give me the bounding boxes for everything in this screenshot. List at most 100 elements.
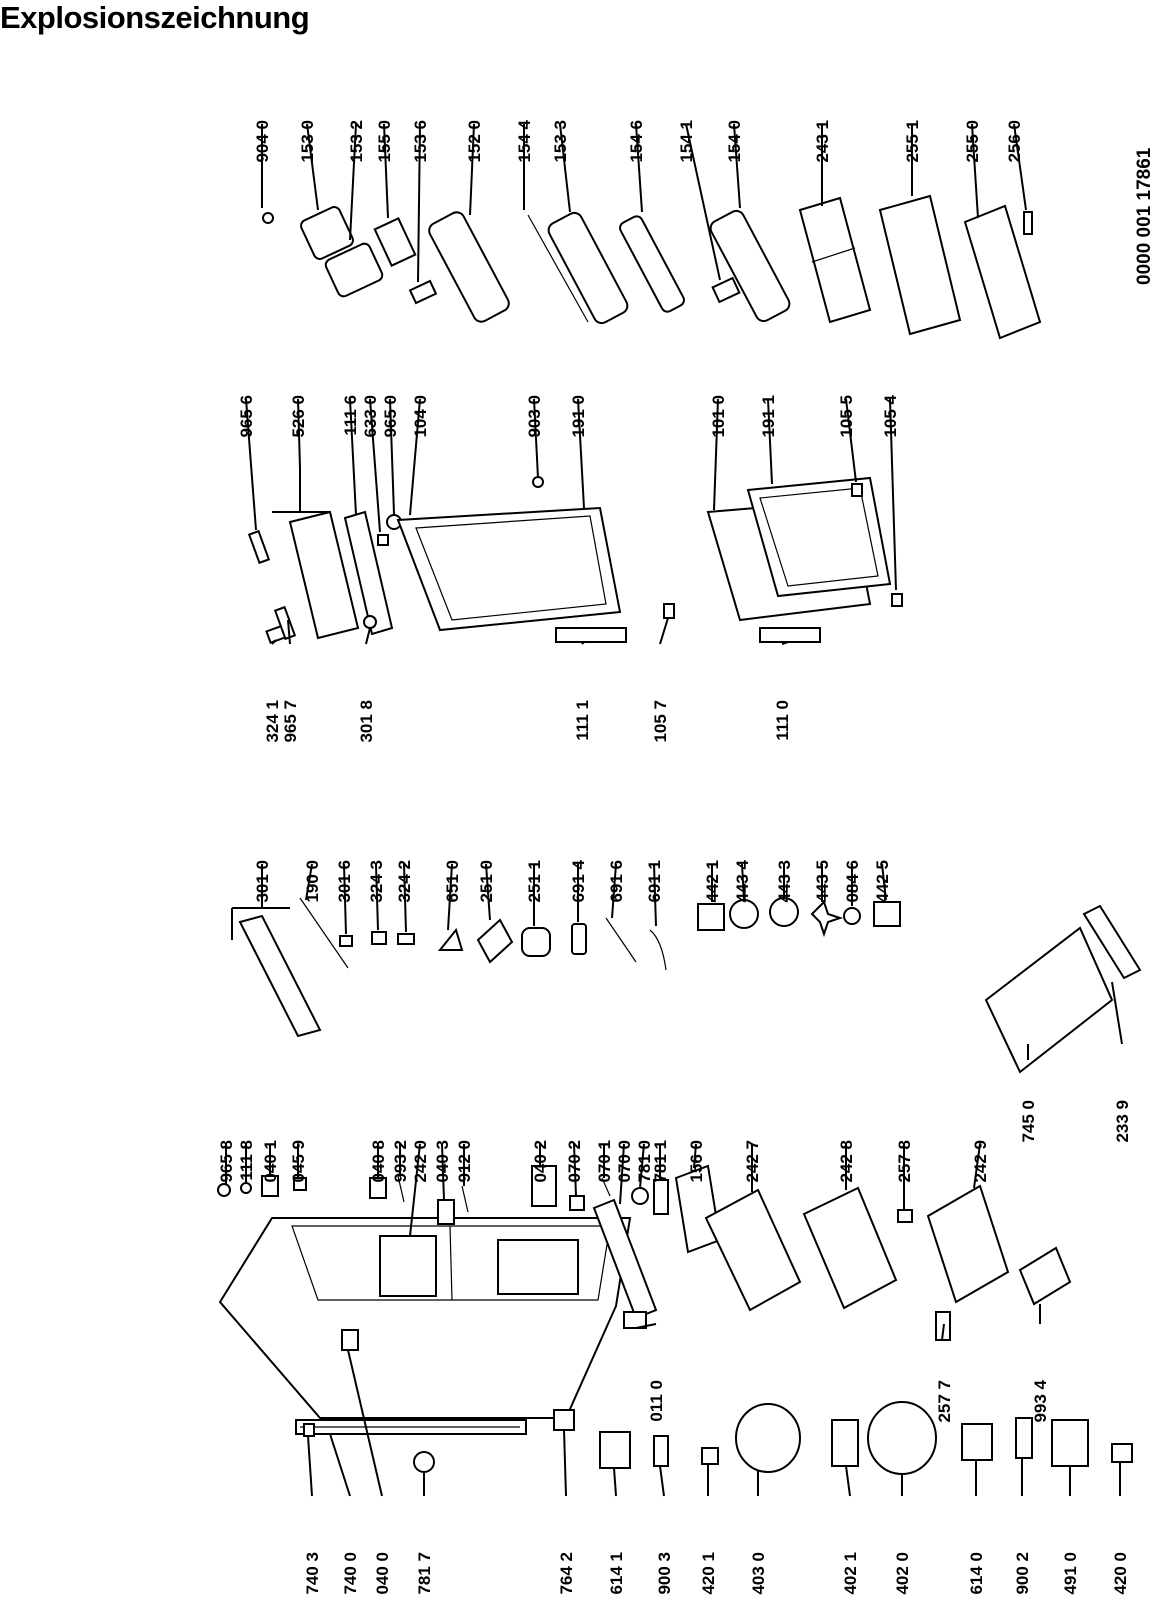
leader-line-764-2 <box>563 1429 567 1497</box>
part-label-153-2: 153 2 <box>347 120 366 163</box>
leader-line-154-6 <box>635 123 643 213</box>
leader-line-191-1 <box>767 398 773 485</box>
part-912-0 <box>461 1185 469 1213</box>
part-label-900-2: 900 2 <box>1013 1552 1032 1595</box>
leader-line-781-0 <box>639 1143 645 1189</box>
part-label-442-5: 442 5 <box>873 860 892 903</box>
part-111-6 <box>343 510 394 636</box>
leader-line-965-6 <box>245 398 257 531</box>
leader-line-251-0 <box>485 863 491 921</box>
part-040-2 <box>531 1165 557 1207</box>
leader-line-242-9 <box>973 1143 981 1189</box>
part-111-1 <box>555 627 627 643</box>
part-label-781-0: 781 0 <box>635 1140 654 1183</box>
part-label-111-1: 111 1 <box>573 700 592 741</box>
part-614-1 <box>599 1431 631 1469</box>
leader-line-104-0 <box>409 398 421 516</box>
leader-line-242-0 <box>409 1143 421 1237</box>
part-993-2 <box>397 1175 405 1203</box>
part-label-740-0: 740 0 <box>341 1552 360 1595</box>
part-label-403-0: 403 0 <box>749 1552 768 1595</box>
part-label-153-3: 153 3 <box>551 120 570 163</box>
leader-line-614-1 <box>613 1467 617 1497</box>
leader-line-526-0 <box>297 398 301 469</box>
part-104-0 <box>396 506 622 632</box>
part-105-5 <box>851 483 863 497</box>
part-label-011-0: 011 0 <box>647 1380 666 1422</box>
door-shelves-group <box>262 194 1042 340</box>
part-900-3 <box>653 1435 669 1467</box>
part-691-1 <box>649 929 667 971</box>
leader-line-256-0 <box>1013 123 1027 211</box>
part-label-070-0: 070 0 <box>615 1140 634 1183</box>
part-633-0 <box>377 534 389 546</box>
leader-line-740-0 <box>329 1433 351 1497</box>
part-label-491-0: 491 0 <box>1061 1552 1080 1595</box>
part-614-0 <box>961 1423 993 1461</box>
part-label-965-7: 965 7 <box>281 700 300 743</box>
part-label-301-8: 301 8 <box>357 700 376 743</box>
part-251-1 <box>521 927 551 957</box>
compressor-group <box>599 1401 1133 1475</box>
part-label-614-0: 614 0 <box>967 1552 986 1595</box>
part-070-0 <box>592 1198 658 1320</box>
part-154-0 <box>709 209 791 323</box>
part-label-153-0: 153 0 <box>298 120 317 163</box>
doors-group <box>247 468 903 644</box>
part-233-9 <box>1082 904 1142 980</box>
part-154-4 <box>527 214 589 323</box>
part-label-993-4: 993 4 <box>1031 1379 1050 1422</box>
part-191-1 <box>746 476 892 598</box>
part-745-0 <box>984 926 1114 1074</box>
part-152-0 <box>428 211 510 323</box>
leader-line-301-6 <box>343 863 347 935</box>
leader-line-011-0 <box>635 1323 657 1329</box>
part-443-4 <box>729 899 759 929</box>
leader-line-255-0 <box>971 123 979 219</box>
leader-line-101-0 <box>713 398 719 511</box>
part-442-5 <box>873 901 901 927</box>
leader-line-111-6 <box>349 398 357 516</box>
document-number: 0000 001 17861 <box>1134 147 1155 285</box>
part-105-7 <box>663 603 675 619</box>
part-255-1 <box>878 194 962 336</box>
part-740-3 <box>303 1423 315 1437</box>
part-label-745-0: 745 0 <box>1019 1100 1038 1143</box>
page-title: Explosionszeichnung <box>0 0 310 35</box>
part-491-0 <box>1051 1419 1089 1467</box>
leader-line-070-2 <box>573 1143 577 1197</box>
part-402-0 <box>867 1401 937 1475</box>
leader-line-155-0 <box>383 123 389 219</box>
leader-line-156-0 <box>693 1143 697 1169</box>
part-301-0 <box>238 914 322 1038</box>
leader-line-190-0 <box>305 863 313 901</box>
part-900-2 <box>1015 1417 1033 1459</box>
leader-line-257-7 <box>941 1323 945 1341</box>
part-301-6 <box>339 935 353 947</box>
part-251-0 <box>476 918 514 964</box>
part-111-0 <box>759 627 821 643</box>
part-154-1 <box>711 276 741 304</box>
part-993-4 <box>1018 1246 1072 1306</box>
part-781-1 <box>653 1179 669 1215</box>
leader-line-040-3 <box>441 1143 445 1201</box>
part-155-0 <box>373 217 417 267</box>
part-781-7 <box>413 1451 435 1473</box>
part-190-0 <box>299 897 349 969</box>
part-label-101-0: 101 0 <box>709 395 728 438</box>
part-256-0 <box>1023 211 1033 235</box>
leader-line-691-6 <box>611 863 617 919</box>
part-781-0 <box>631 1187 649 1205</box>
leader-line-965-0 <box>389 398 395 515</box>
part-label-105-5: 105 5 <box>837 395 856 438</box>
part-904-0 <box>262 212 274 224</box>
part-443-5 <box>810 900 844 938</box>
compartment-lower <box>497 1239 579 1295</box>
part-label-257-7: 257 7 <box>935 1380 954 1423</box>
leader-line-740-3 <box>307 1435 313 1497</box>
part-324-3 <box>371 931 387 945</box>
part-label-324-1: 324 1 <box>263 700 282 743</box>
part-764-2 <box>553 1409 575 1431</box>
part-153-2 <box>324 242 384 298</box>
